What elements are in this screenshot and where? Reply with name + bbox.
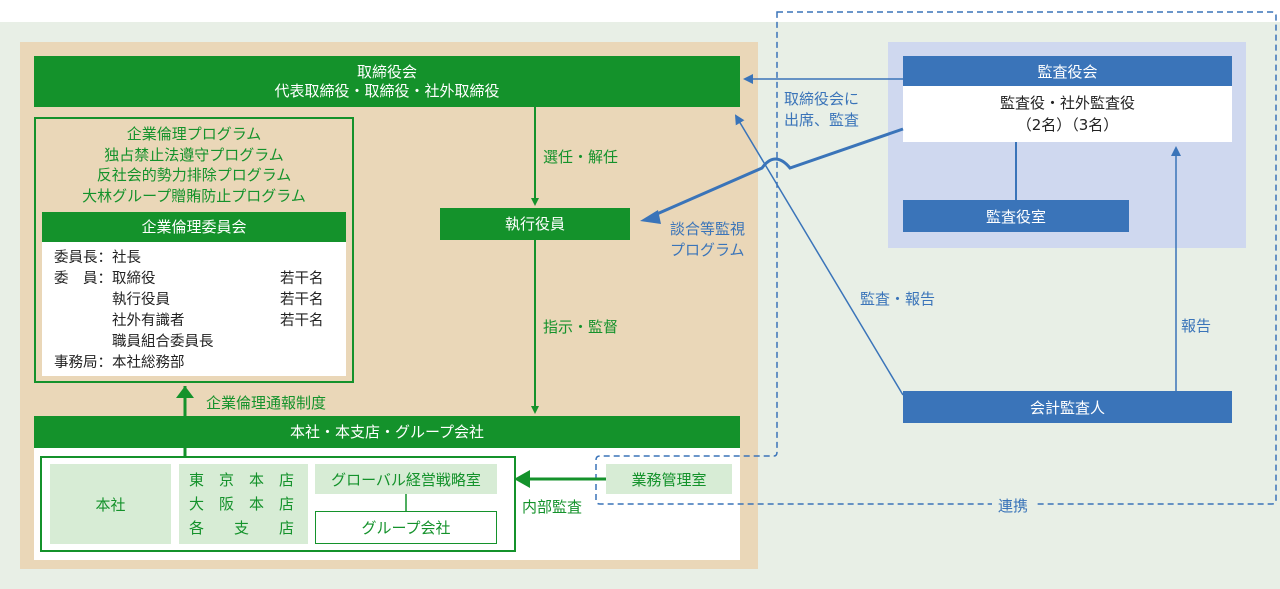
branch-item: 東 京 本 店 (189, 471, 295, 489)
executive-officers-box: 執行役員 (440, 208, 630, 240)
hq-box: 本社 (50, 464, 171, 544)
committee-row: 委員長：社長 (54, 250, 141, 266)
attend-label: 取締役会に 出席、監査 (784, 90, 860, 129)
board-title: 取締役会 (356, 62, 417, 81)
whistle-label: 企業倫理通報制度 (206, 394, 327, 412)
ethics-committee-title: 企業倫理委員会 (42, 212, 346, 242)
collusion-label: 談合等監視 プログラム (670, 220, 746, 259)
cooperation-label: 連携 (992, 495, 1035, 516)
appoint-label: 選任・解任 (543, 148, 619, 166)
collusion-arrowhead (640, 210, 661, 224)
internal-audit-arrowhead (514, 470, 530, 488)
committee-row: 事務局：本社総務部 (54, 355, 185, 371)
instruct-label: 指示・監督 (543, 318, 619, 336)
ethics-program-item: 反社会的勢力排除プログラム (96, 166, 292, 184)
committee-row: 社外有識者若干名 (112, 313, 324, 329)
whistle-arrowhead (176, 386, 194, 398)
ethics-program-list: 企業倫理プログラム 独占禁止法遵守プログラム 反社会的勢力排除プログラム 大林グ… (36, 124, 352, 206)
cooperation-dashed-frame (595, 11, 1277, 505)
group-companies-box: グループ会社 (315, 511, 497, 544)
committee-row: 職員組合委員長 (112, 334, 214, 350)
ethics-program-item: 企業倫理プログラム (126, 125, 262, 143)
committee-row: 執行役員若干名 (112, 292, 324, 308)
company-bar: 本社・本支店・グループ会社 (34, 416, 740, 448)
branch-item: 大 阪 本 店 (189, 495, 295, 513)
ethics-program-item: 独占禁止法遵守プログラム (104, 145, 284, 164)
audit-board-title: 監査役会 (903, 56, 1232, 86)
branch-item: 各 支 店 (189, 519, 295, 537)
business-management-box: 業務管理室 (606, 464, 732, 494)
auditor-members: 監査役・社外監査役 (999, 94, 1135, 112)
ethics-program-frame (34, 117, 354, 383)
report-label: 報告 (1181, 317, 1212, 335)
accounting-auditor-box: 会計監査人 (903, 391, 1232, 423)
ethics-program-item: 大林グループ贈賄防止プログラム (82, 186, 306, 205)
collusion-line (649, 127, 904, 219)
company-units-frame (40, 456, 516, 552)
auditor-office-box: 監査役室 (903, 200, 1129, 232)
auditor-counts: （2名）（3名） (1016, 116, 1119, 134)
audit-report-arrow (734, 114, 904, 396)
board-members: 代表取締役・取締役・社外取締役 (274, 81, 500, 100)
board-of-directors-box: 取締役会 代表取締役・取締役・社外取締役 (34, 56, 740, 107)
audit-board-members: 監査役・社外監査役 （2名）（3名） (903, 86, 1232, 142)
audit-report-label: 監査・報告 (860, 290, 936, 308)
global-strategy-box: グローバル経営戦略室 (315, 464, 497, 494)
internal-audit-label: 内部監査 (522, 498, 583, 516)
committee-row: 委 員：取締役若干名 (54, 271, 324, 287)
ethics-committee-members: 委員長：社長 委 員：取締役若干名 執行役員若干名 社外有識者若干名 職員組合委… (42, 242, 346, 376)
branches-box: 東 京 本 店 大 阪 本 店 各 支 店 (179, 464, 308, 544)
